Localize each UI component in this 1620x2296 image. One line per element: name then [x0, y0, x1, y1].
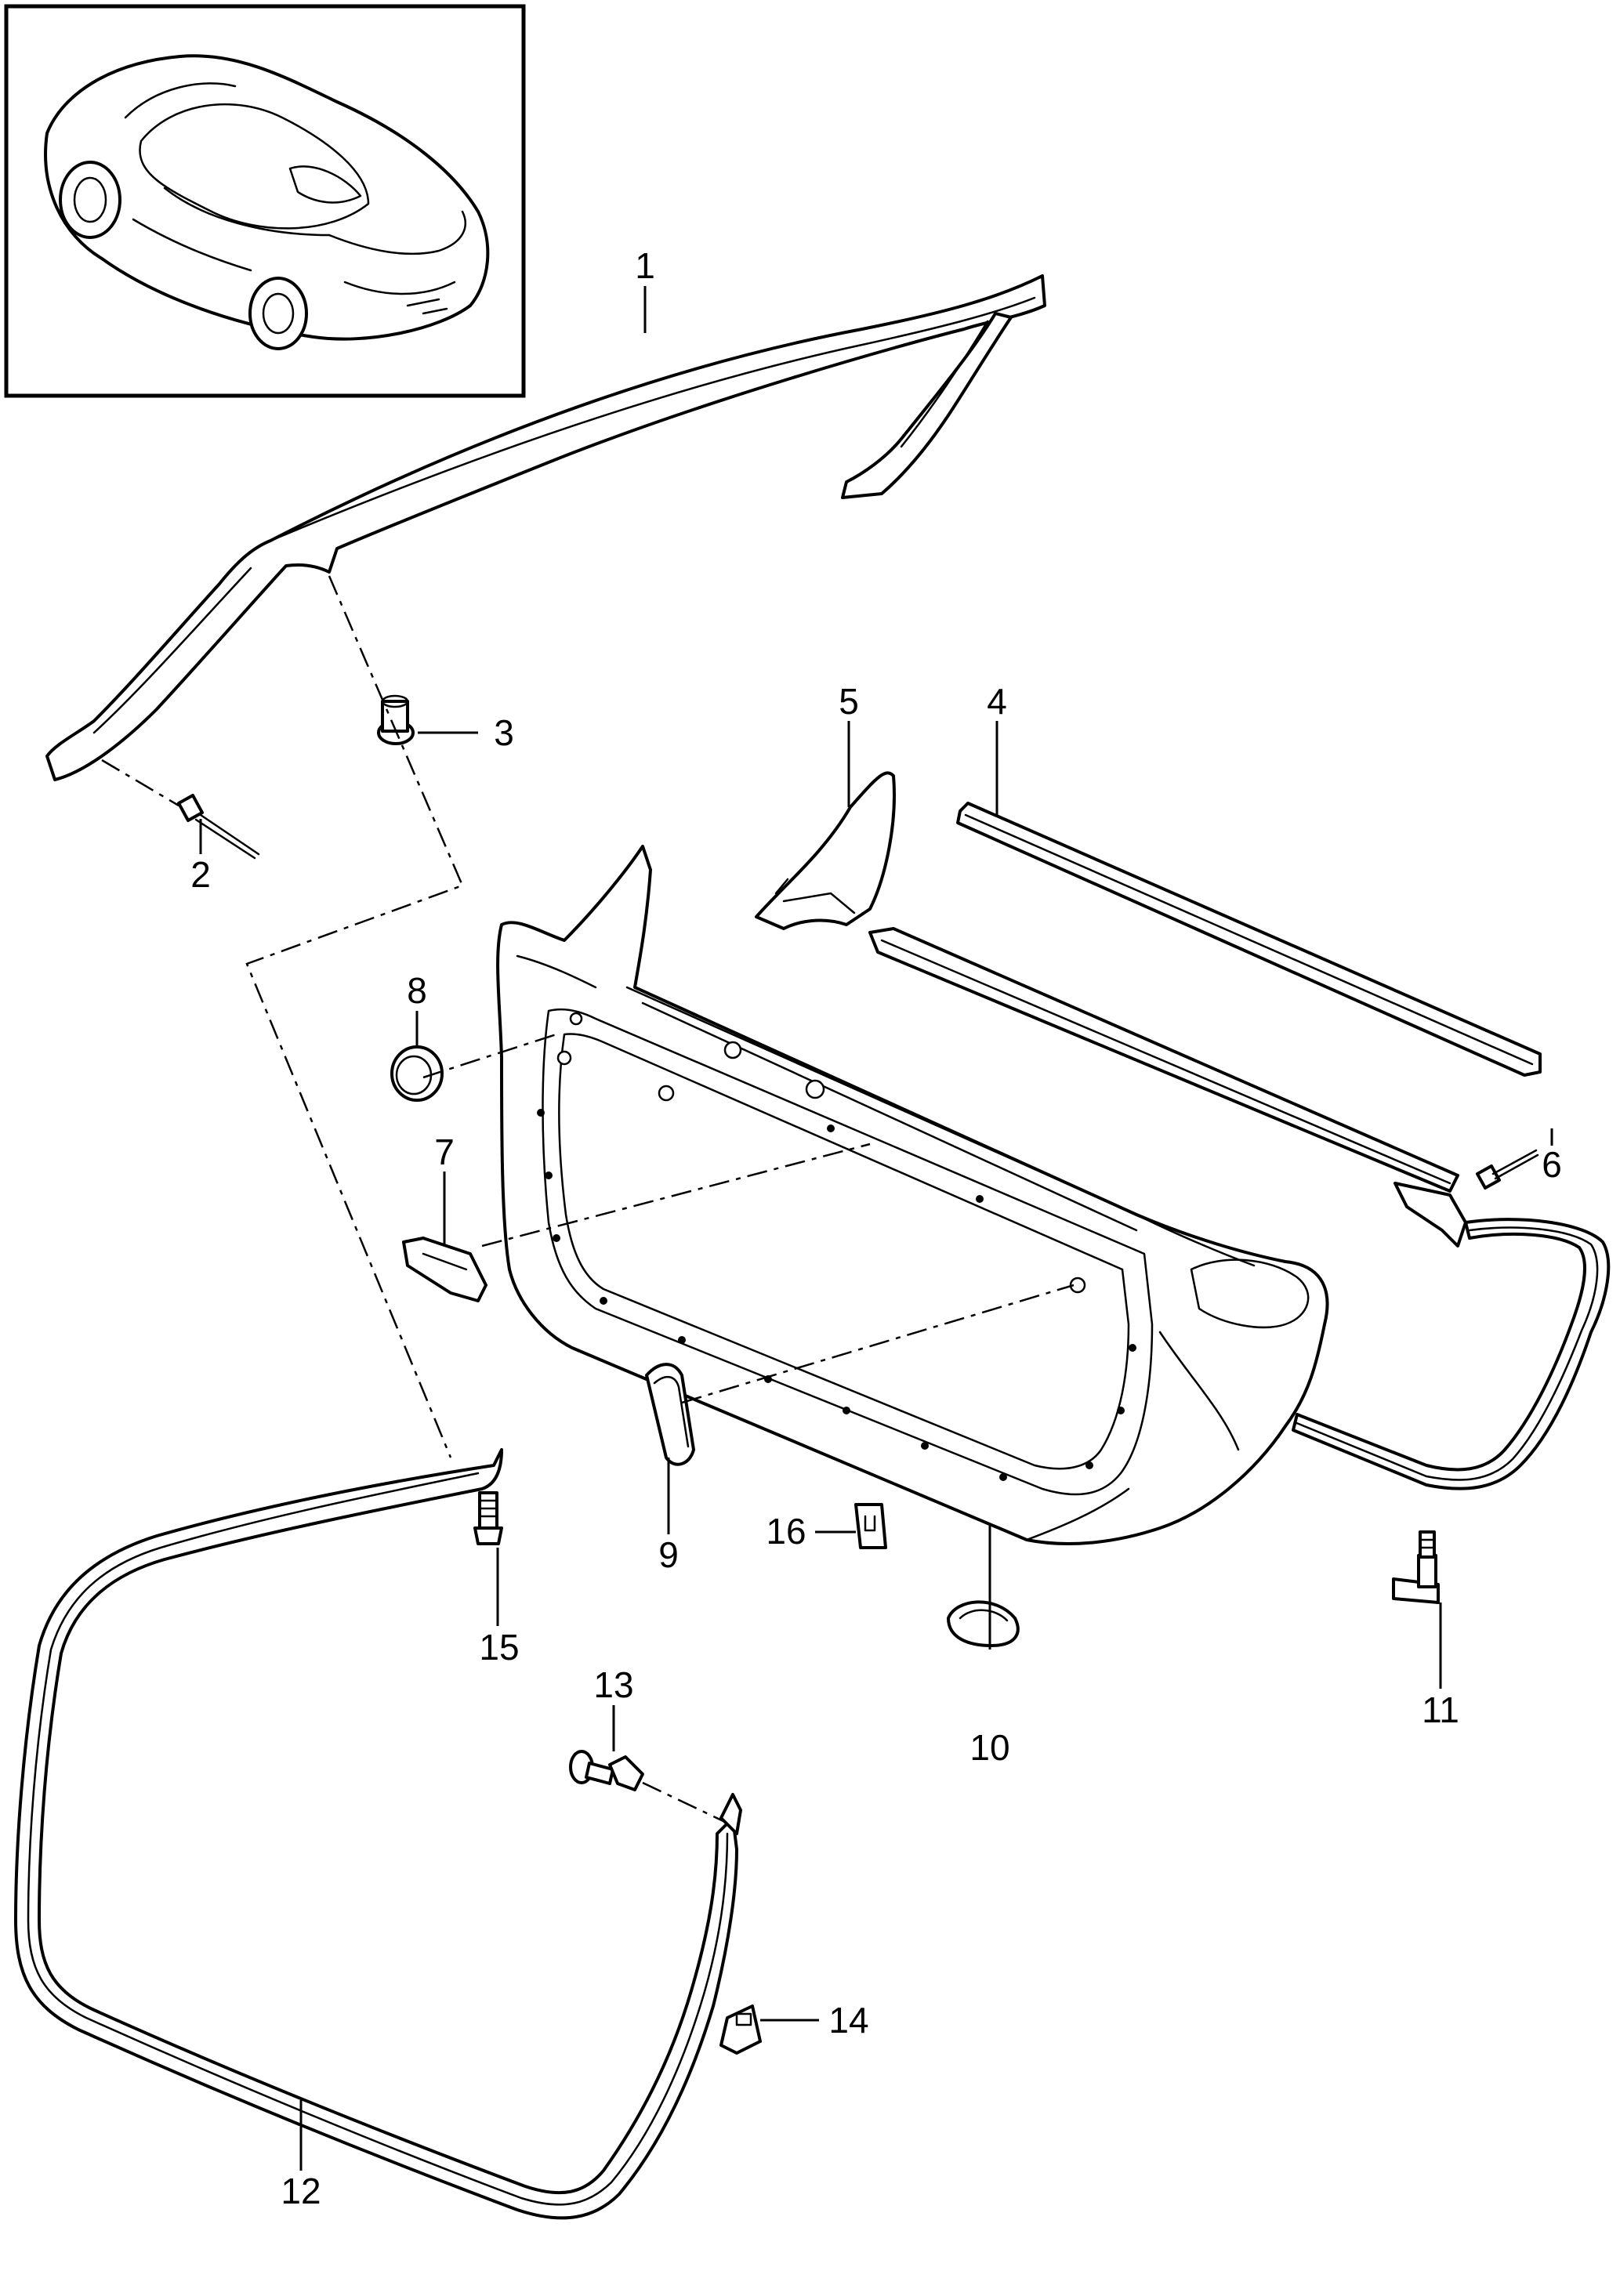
part-4-window-seal	[956, 802, 1542, 1077]
callout-11: 11	[1422, 1689, 1459, 1730]
part-2-rivet	[177, 794, 260, 860]
callout-13: 13	[593, 1664, 633, 1705]
part-1-roof-rail	[45, 274, 1046, 781]
callout-10: 10	[969, 1727, 1009, 1768]
door-shell	[496, 845, 1329, 1545]
part-9-plug	[645, 1363, 695, 1466]
part-14-bracket	[719, 2004, 762, 2055]
assembly-lines	[101, 575, 1075, 1823]
part-3-clip	[377, 694, 415, 745]
part-6-rivet	[1476, 1149, 1539, 1190]
part-15-bolt	[473, 1491, 503, 1545]
callout-8: 8	[407, 970, 427, 1011]
part-13-clip	[569, 1750, 644, 1791]
callout-2: 2	[190, 854, 211, 895]
outer-door-seal	[1292, 1182, 1611, 1490]
part-16-clip	[854, 1503, 887, 1549]
callout-4: 4	[987, 681, 1007, 722]
callout-1: 1	[635, 245, 655, 286]
callout-7: 7	[434, 1132, 455, 1172]
callout-16: 16	[766, 1511, 806, 1552]
callout-3: 3	[494, 712, 514, 753]
part-10-plug	[947, 1600, 1020, 1647]
part-12-door-seal	[14, 1448, 742, 2220]
vehicle-overview-icon	[44, 54, 490, 350]
callout-12: 12	[281, 2171, 321, 2211]
leader-lines	[199, 286, 1553, 2171]
part-5-trim-corner	[755, 771, 896, 930]
callout-5: 5	[839, 681, 859, 722]
window-channel	[868, 927, 1459, 1193]
callout-labels: 1 2 3 4 5 6 7 8 9 10 11 12 13 14 15 16	[190, 245, 1562, 2211]
callout-9: 9	[658, 1534, 679, 1575]
callout-15: 15	[479, 1627, 519, 1668]
callout-14: 14	[828, 2000, 868, 2041]
part-7-bracket	[402, 1237, 487, 1302]
part-11-bolt	[1392, 1530, 1440, 1604]
callout-6: 6	[1542, 1144, 1562, 1185]
vehicle-overview-inset	[4, 4, 526, 398]
